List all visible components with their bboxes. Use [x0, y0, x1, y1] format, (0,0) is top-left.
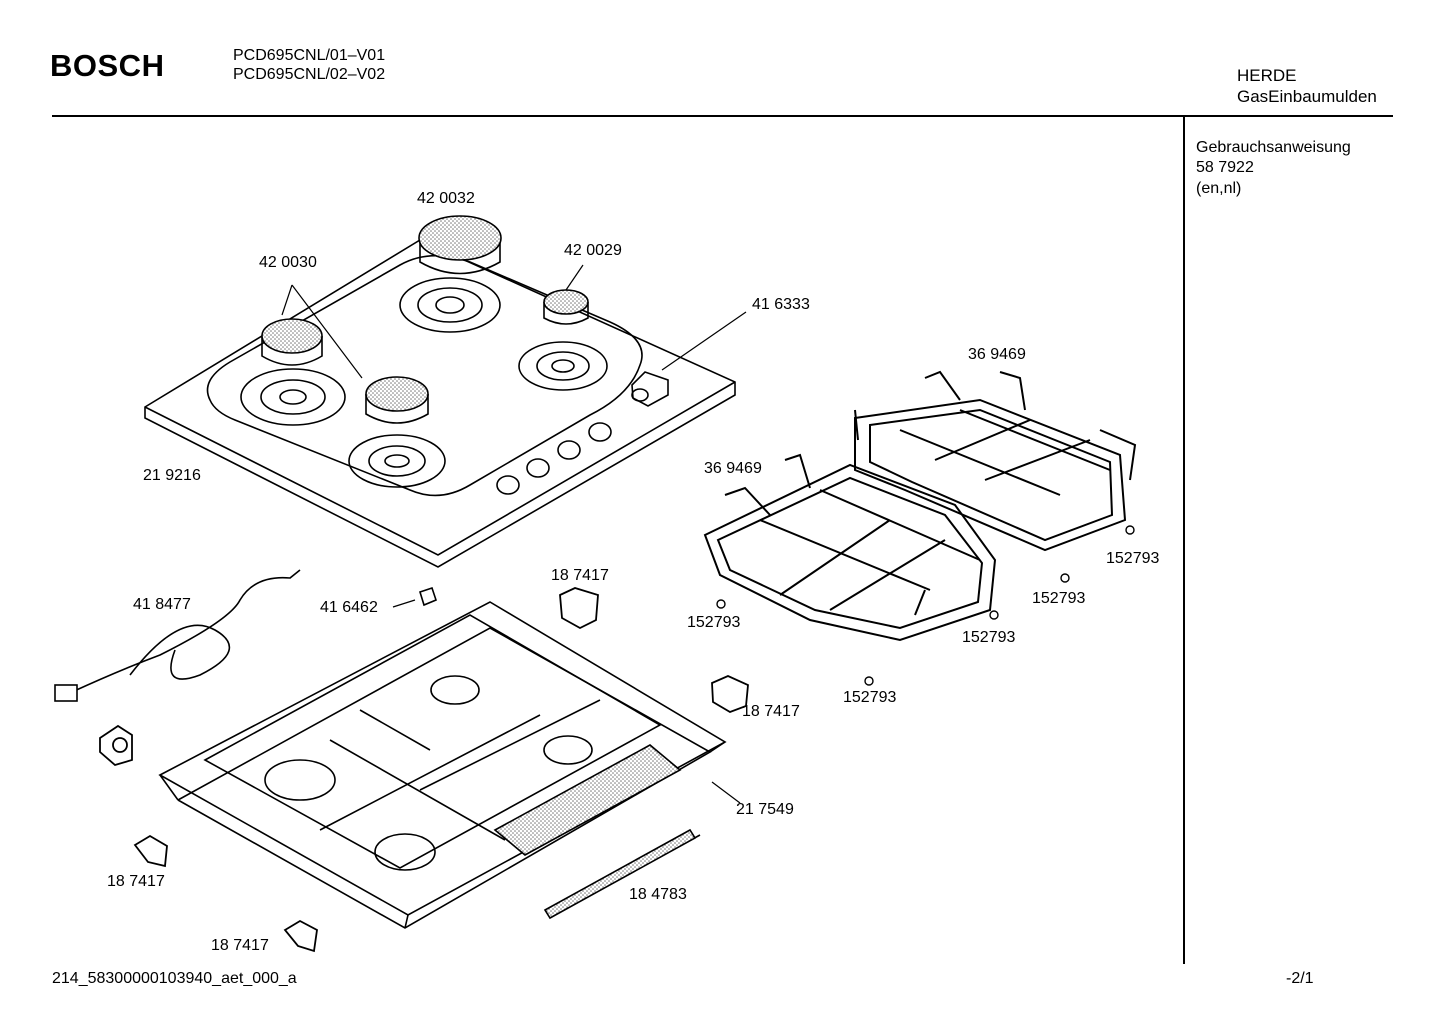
part-label: 41 8477	[133, 596, 191, 613]
part-label: 21 7549	[736, 801, 794, 818]
part-label: 152793	[1106, 550, 1160, 567]
part-label: 21 9216	[143, 467, 201, 484]
burner-caps-drawing	[261, 215, 669, 424]
part-label: 18 4783	[629, 886, 687, 903]
part-label: 18 7417	[551, 567, 609, 584]
pan-supports-drawing	[703, 370, 1137, 642]
part-label: 152793	[687, 614, 741, 631]
part-label: 36 9469	[704, 460, 762, 477]
category-subtitle: GasEinbaumulden	[1237, 87, 1377, 106]
part-label: 18 7417	[211, 937, 269, 954]
part-label: 42 0032	[417, 190, 475, 207]
cable-drawing	[54, 569, 301, 702]
part-label: 18 7417	[742, 703, 800, 720]
model-number-1: PCD695CNL/01–V01	[233, 47, 386, 64]
doc-number: 58 7922	[1196, 159, 1254, 176]
part-label: 36 9469	[968, 346, 1026, 363]
file-id: 214_58300000103940_aet_000_a	[52, 970, 297, 987]
part-label: 42 0030	[259, 254, 317, 271]
part-label: 152793	[962, 629, 1016, 646]
leader-lines	[281, 264, 747, 804]
seal-strip-drawing	[543, 828, 697, 920]
doc-title: Gebrauchsanweisung	[1196, 139, 1351, 156]
model-number-2: PCD695CNL/02–V02	[233, 66, 386, 83]
page-number: -2/1	[1286, 970, 1314, 987]
part-label: 18 7417	[107, 873, 165, 890]
base-tray-drawing	[158, 601, 727, 929]
feet-drawing	[716, 525, 1135, 686]
part-label: 41 6462	[320, 599, 378, 616]
brand-logo: BOSCH	[50, 48, 165, 83]
category-title: HERDE	[1237, 66, 1297, 85]
knob-cap-drawing	[419, 586, 437, 607]
part-label: 41 6333	[752, 296, 810, 313]
clips-drawing	[99, 587, 749, 953]
doc-languages: (en,nl)	[1196, 180, 1242, 197]
part-label: 42 0029	[564, 242, 622, 259]
sidebar-divider	[1183, 117, 1185, 964]
header-divider	[52, 115, 1393, 117]
part-label: 152793	[843, 689, 897, 706]
part-label: 152793	[1032, 590, 1086, 607]
